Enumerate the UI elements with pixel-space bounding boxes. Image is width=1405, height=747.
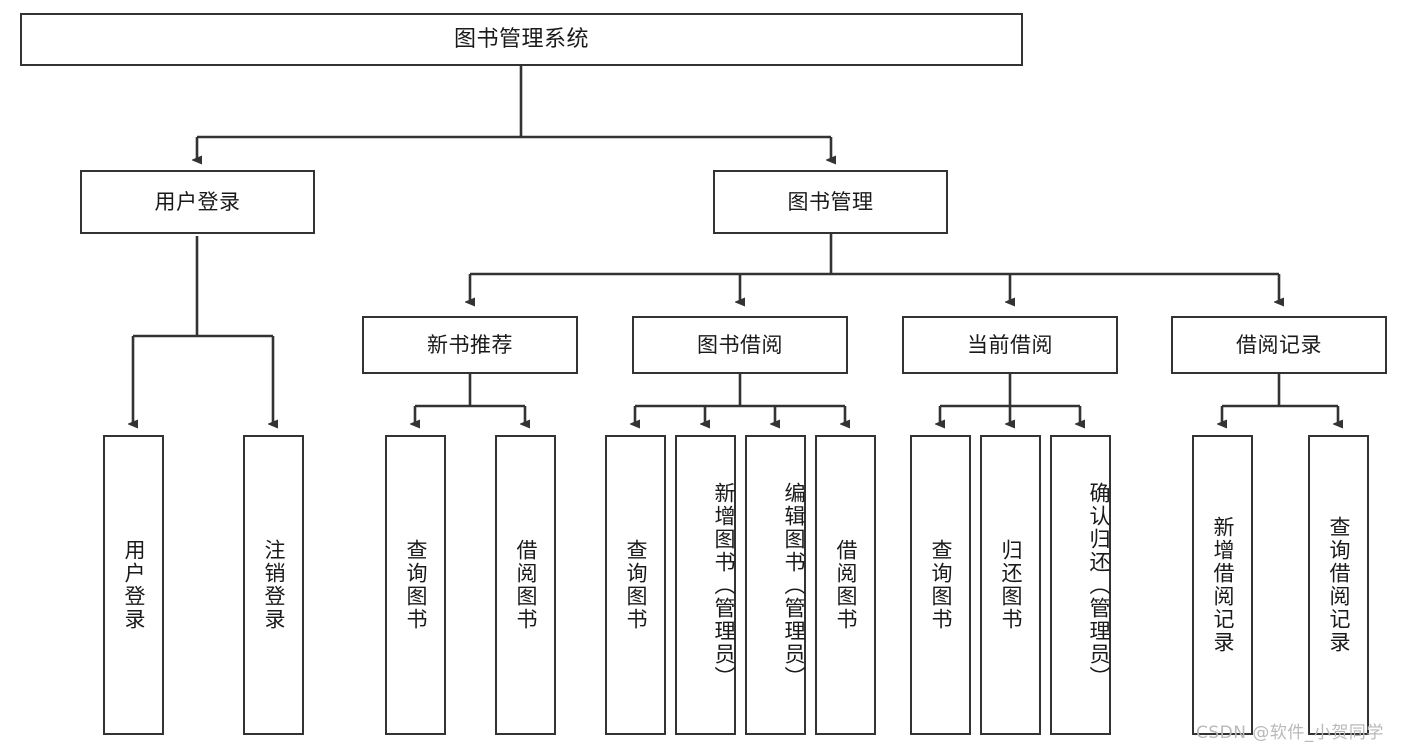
node-leaf-query-record-label: 查询借阅记录	[1327, 516, 1351, 654]
node-leaf-query-book-1-label: 查询图书	[404, 539, 428, 631]
node-leaf-logout-login-label: 注销登录	[262, 539, 286, 631]
node-leaf-query-book-1[interactable]: 查询图书	[385, 435, 446, 735]
node-leaf-borrow-book-2[interactable]: 借阅图书	[815, 435, 876, 735]
node-borrow-record-label: 借阅记录	[1236, 332, 1322, 357]
node-leaf-return-book[interactable]: 归还图书	[980, 435, 1041, 735]
node-leaf-query-book-3[interactable]: 查询图书	[910, 435, 971, 735]
node-leaf-add-book-label: 新增图书（管理员）	[712, 481, 736, 689]
node-leaf-query-book-2-label: 查询图书	[624, 539, 648, 631]
node-current-borrow-label: 当前借阅	[967, 332, 1053, 357]
node-leaf-confirm-return-label: 确认归还（管理员）	[1087, 481, 1111, 689]
node-leaf-query-record[interactable]: 查询借阅记录	[1308, 435, 1369, 735]
watermark-text: CSDN @软件_小贺同学	[1196, 723, 1384, 743]
node-root[interactable]: 图书管理系统	[20, 13, 1023, 66]
node-book-borrow[interactable]: 图书借阅	[632, 316, 848, 374]
node-leaf-user-login-label: 用户登录	[122, 539, 146, 631]
node-leaf-borrow-book-1[interactable]: 借阅图书	[495, 435, 556, 735]
node-book-borrow-label: 图书借阅	[697, 332, 783, 357]
node-user-login[interactable]: 用户登录	[80, 170, 315, 234]
node-leaf-logout-login[interactable]: 注销登录	[243, 435, 304, 735]
node-leaf-add-record-label: 新增借阅记录	[1211, 516, 1235, 654]
node-leaf-edit-book[interactable]: 编辑图书（管理员）	[745, 435, 806, 735]
node-leaf-confirm-return[interactable]: 确认归还（管理员）	[1050, 435, 1111, 735]
node-leaf-query-book-3-label: 查询图书	[929, 539, 953, 631]
node-user-login-label: 用户登录	[154, 189, 241, 214]
node-book-manage-label: 图书管理	[787, 189, 874, 214]
node-leaf-user-login[interactable]: 用户登录	[103, 435, 164, 735]
node-current-borrow[interactable]: 当前借阅	[902, 316, 1118, 374]
node-root-label: 图书管理系统	[453, 26, 589, 52]
node-book-manage[interactable]: 图书管理	[713, 170, 948, 234]
node-leaf-add-record[interactable]: 新增借阅记录	[1192, 435, 1253, 735]
node-leaf-borrow-book-1-label: 借阅图书	[514, 539, 538, 631]
node-new-book-recommend[interactable]: 新书推荐	[362, 316, 578, 374]
node-new-book-recommend-label: 新书推荐	[427, 332, 513, 357]
node-leaf-edit-book-label: 编辑图书（管理员）	[782, 481, 806, 689]
node-leaf-return-book-label: 归还图书	[999, 539, 1023, 631]
node-borrow-record[interactable]: 借阅记录	[1171, 316, 1387, 374]
node-leaf-add-book[interactable]: 新增图书（管理员）	[675, 435, 736, 735]
node-leaf-query-book-2[interactable]: 查询图书	[605, 435, 666, 735]
node-leaf-borrow-book-2-label: 借阅图书	[834, 539, 858, 631]
